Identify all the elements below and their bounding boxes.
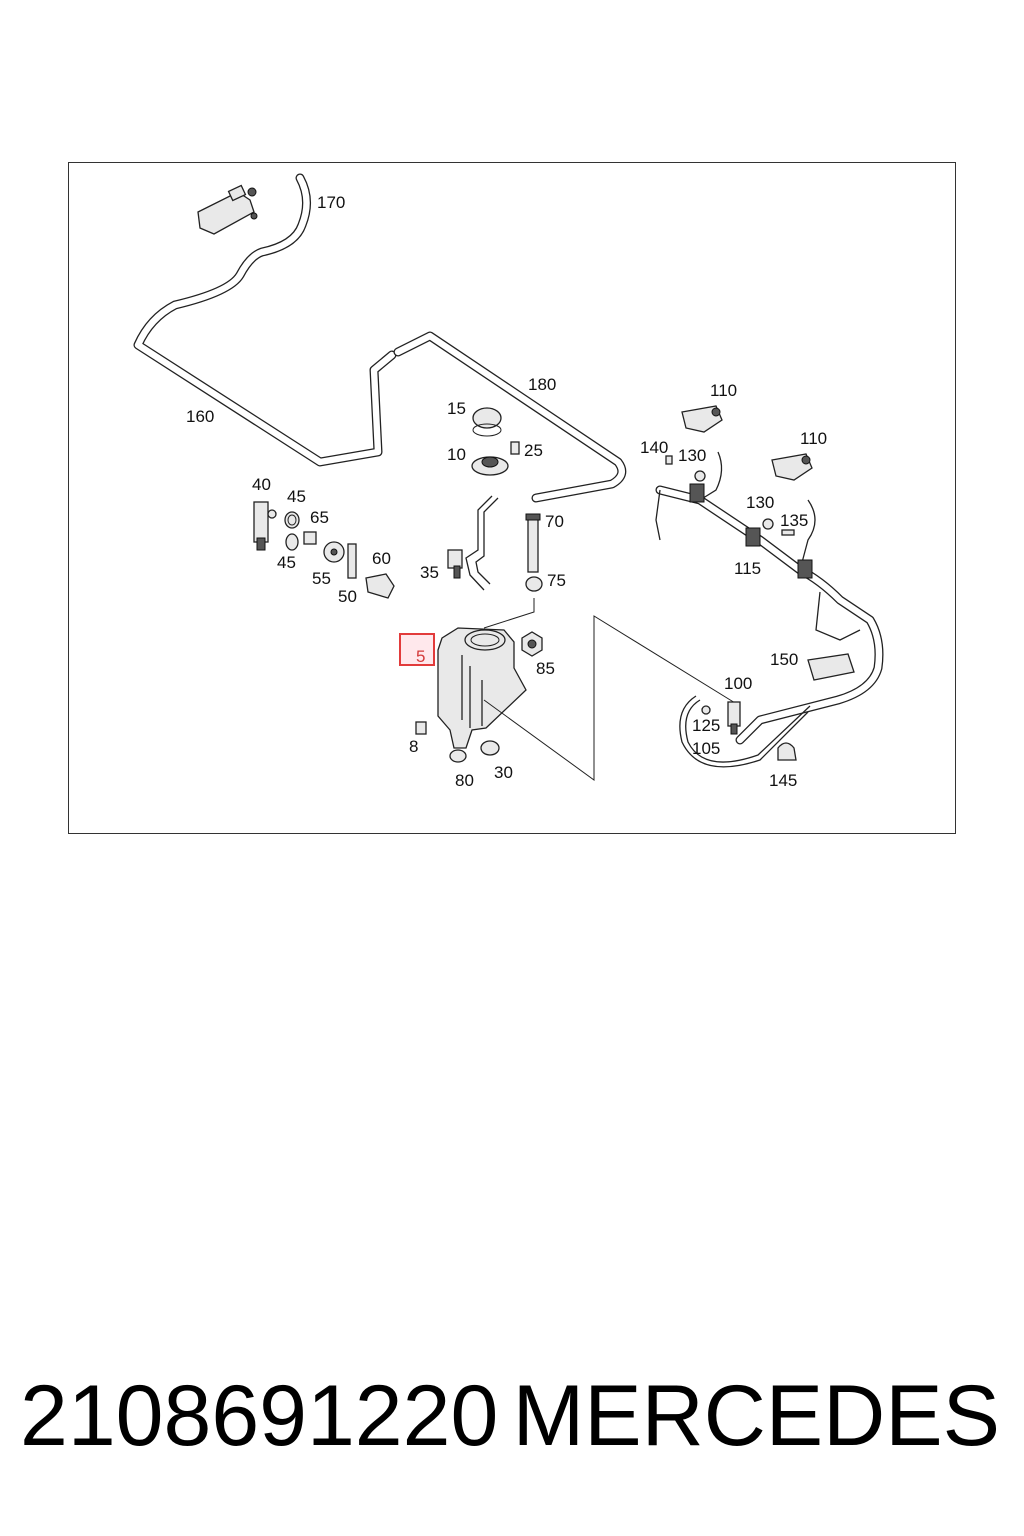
diagram-frame [68,162,956,834]
ring-45a[interactable] [284,511,300,529]
grommet-75[interactable] [525,576,543,592]
label-55: 55 [312,569,331,588]
label-45b: 45 [277,553,296,572]
label-50: 50 [338,587,357,606]
label-70: 70 [545,512,564,531]
leader-70-5 [483,598,535,629]
sensor-70[interactable] [525,513,541,573]
cap-15[interactable] [472,407,502,437]
brand-name: MERCEDES [512,1368,1000,1464]
label-8: 8 [409,737,418,756]
hose-105[interactable] [679,695,811,768]
label-10: 10 [447,445,466,464]
clamp-145[interactable] [777,742,797,761]
reservoir-5[interactable] [437,627,527,749]
label-150: 150 [770,650,798,669]
hose-180[interactable] [393,331,627,503]
label-45a: 45 [287,487,306,506]
hose-160[interactable] [133,173,397,467]
label-40: 40 [252,475,271,494]
label-75: 75 [547,571,566,590]
label-170: 170 [317,193,345,212]
pump-100[interactable] [727,701,741,735]
clip-140[interactable] [665,455,673,465]
label-110b: 110 [800,429,827,448]
grommet-30[interactable] [480,740,500,756]
clip-65[interactable] [303,531,317,545]
nut-130a[interactable] [694,470,706,482]
label-135: 135 [780,511,808,530]
label-125: 125 [692,716,720,735]
label-30: 30 [494,763,513,782]
label-80: 80 [455,771,474,790]
harness-115[interactable] [655,451,884,745]
label-5[interactable]: 5 [416,647,425,666]
nozzle-170[interactable] [197,184,258,235]
label-115: 115 [734,559,761,578]
label-65: 65 [310,508,329,527]
label-105: 105 [692,739,720,758]
part-number: 2108691220 [20,1368,499,1464]
leader-5-100 [483,615,741,781]
bracket-50[interactable] [347,543,357,579]
flange-10[interactable] [471,456,509,476]
plug-8[interactable] [415,721,427,735]
label-25: 25 [524,441,543,460]
label-60: 60 [372,549,391,568]
screw-135[interactable] [781,529,795,536]
label-140: 140 [640,438,668,457]
nut-130b[interactable] [762,518,774,530]
label-180: 180 [528,375,556,394]
nozzle-110b[interactable] [771,453,813,481]
label-130a: 130 [678,446,706,465]
label-85: 85 [536,659,555,678]
valve-125[interactable] [701,705,711,715]
cap-80[interactable] [449,749,467,763]
label-130b: 130 [746,493,774,512]
ring-45b[interactable] [285,533,299,551]
highlight-box [399,633,435,666]
bolt-60[interactable] [365,573,395,599]
label-160: 160 [186,407,214,426]
nut-85[interactable] [521,631,543,657]
label-15: 15 [447,399,466,418]
gear-55[interactable] [323,541,345,563]
valve-40[interactable] [253,501,277,551]
nozzle-110a[interactable] [681,405,723,433]
filter-25[interactable] [510,441,520,455]
label-145: 145 [769,771,797,790]
label-35: 35 [420,563,439,582]
label-100: 100 [724,674,752,693]
label-110a: 110 [710,381,737,400]
pump-35[interactable] [447,495,499,591]
cover-150[interactable] [807,653,855,681]
